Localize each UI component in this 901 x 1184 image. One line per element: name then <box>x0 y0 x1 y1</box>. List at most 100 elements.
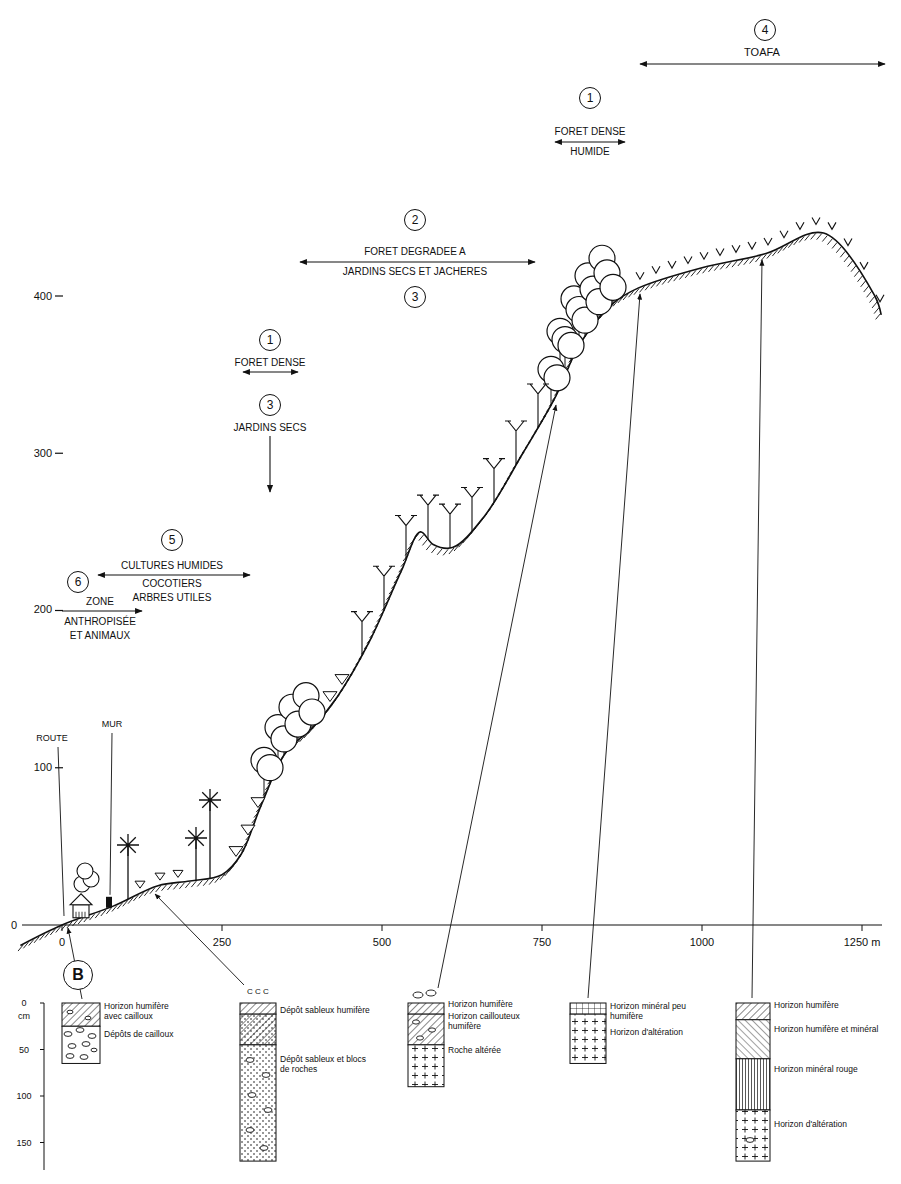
y-tree <box>461 487 483 531</box>
y-tick <box>55 610 63 611</box>
hatch-stroke <box>485 509 490 515</box>
hatch-stroke <box>56 927 61 933</box>
tree-crown <box>77 863 93 879</box>
zone-label: ET ANIMAUX <box>70 630 130 642</box>
y-tree <box>505 421 527 465</box>
soil-texture <box>240 1003 276 1014</box>
hatch-stroke <box>840 251 845 257</box>
hatch-stroke <box>510 468 515 474</box>
hatch-stroke <box>90 914 95 920</box>
x-tick <box>222 925 223 931</box>
soil-horizon <box>736 1020 770 1059</box>
soil-pointer-arrow <box>752 260 762 998</box>
soil-column <box>62 1003 100 1063</box>
hatch-stroke <box>535 426 540 432</box>
hatch-stroke <box>870 297 875 303</box>
grass-symbol <box>748 242 756 249</box>
hatch-stroke <box>167 884 172 890</box>
hatch-stroke <box>67 922 72 928</box>
hatch-stroke <box>613 300 618 306</box>
hatch-stroke <box>179 883 184 889</box>
zone-extent-arrow <box>269 436 270 492</box>
x-tick <box>542 925 543 931</box>
zone-arrows <box>62 64 885 611</box>
callout-number-circle: 3 <box>404 286 426 308</box>
soil-horizon-outline <box>408 1045 444 1087</box>
depth-tick <box>40 1142 44 1143</box>
hatch-stroke <box>639 286 644 292</box>
soil-horizon-outline <box>570 1003 606 1014</box>
hatch-stroke <box>106 908 111 914</box>
x-tick <box>382 925 383 931</box>
depth-unit: cm <box>18 1011 30 1021</box>
hatch-stroke <box>714 265 719 271</box>
hatch-stroke <box>489 504 494 510</box>
soil-texture <box>408 1045 444 1087</box>
hatch-stroke <box>662 279 667 285</box>
pebble <box>68 1044 76 1049</box>
depth-tick <box>40 1003 44 1004</box>
hatch-stroke <box>449 548 454 554</box>
zone-label: ZONE <box>86 596 114 608</box>
zone-extent-arrow <box>243 371 298 372</box>
pebble <box>91 1048 97 1052</box>
depth-tick <box>40 1049 44 1050</box>
soil-texture <box>570 1003 606 1014</box>
soil-column <box>736 1003 770 1161</box>
soil-texture <box>736 1059 770 1110</box>
hatch-stroke <box>244 840 249 846</box>
soil-horizon <box>240 1014 276 1045</box>
hatch-stroke <box>78 918 83 924</box>
callout-number-circle: 3 <box>259 394 281 416</box>
grass-symbol <box>860 262 868 269</box>
axis-label: 400 <box>34 290 52 303</box>
hatch-stroke <box>391 583 396 589</box>
depth-label: 100 <box>16 1091 31 1101</box>
callout-number-circle: 4 <box>754 19 776 41</box>
hatch-stroke <box>783 245 788 251</box>
grass-symbol <box>812 217 820 224</box>
zone-extent-arrow <box>555 141 625 142</box>
hatch-stroke <box>755 256 760 262</box>
hatch-stroke <box>379 610 384 616</box>
hatch-stroke <box>876 313 881 319</box>
depth-label: 0 <box>21 998 26 1008</box>
hatch-stroke <box>389 588 394 594</box>
triangle-symbol <box>155 873 165 880</box>
zone-extent-arrow <box>98 574 250 575</box>
hatch-stroke <box>674 275 679 281</box>
pebble <box>76 1028 84 1033</box>
axis-label: 750 <box>533 936 551 949</box>
soil-horizon-outline <box>736 1020 770 1059</box>
soil-horizon <box>408 1045 444 1087</box>
hatch-stroke <box>645 284 650 290</box>
hatch-stroke <box>507 473 512 479</box>
hatch-stroke <box>437 549 442 555</box>
illustration <box>18 64 885 1170</box>
horizon-label: Horizon humifère <box>774 1001 889 1011</box>
axis-label: 1000 <box>690 936 714 949</box>
pebble <box>64 1032 72 1037</box>
hatch-stroke <box>720 263 725 269</box>
grass-symbol <box>652 266 660 273</box>
hatch-stroke <box>679 274 684 280</box>
degraded-forest-trees <box>351 384 549 656</box>
triangle-symbol <box>335 675 349 685</box>
hatch-stroke <box>422 539 427 545</box>
soil-horizon-outline <box>570 1014 606 1063</box>
pebble <box>262 1073 270 1078</box>
leader-line <box>58 747 64 916</box>
hatch-stroke <box>685 272 690 278</box>
hatch-stroke <box>353 664 358 670</box>
axis-label: 500 <box>373 936 391 949</box>
depth-tick <box>40 1096 44 1097</box>
soil-horizon-outline <box>240 1014 276 1045</box>
hatch-stroke <box>350 669 355 675</box>
hatch-stroke <box>858 276 863 282</box>
hatch-stroke <box>788 242 793 248</box>
zone-label: FORET DEGRADEE A <box>364 246 466 258</box>
hatch-stroke <box>101 910 106 916</box>
hatch-stroke <box>144 890 149 896</box>
hatch-stroke <box>498 489 503 495</box>
soil-texture <box>240 1014 276 1045</box>
